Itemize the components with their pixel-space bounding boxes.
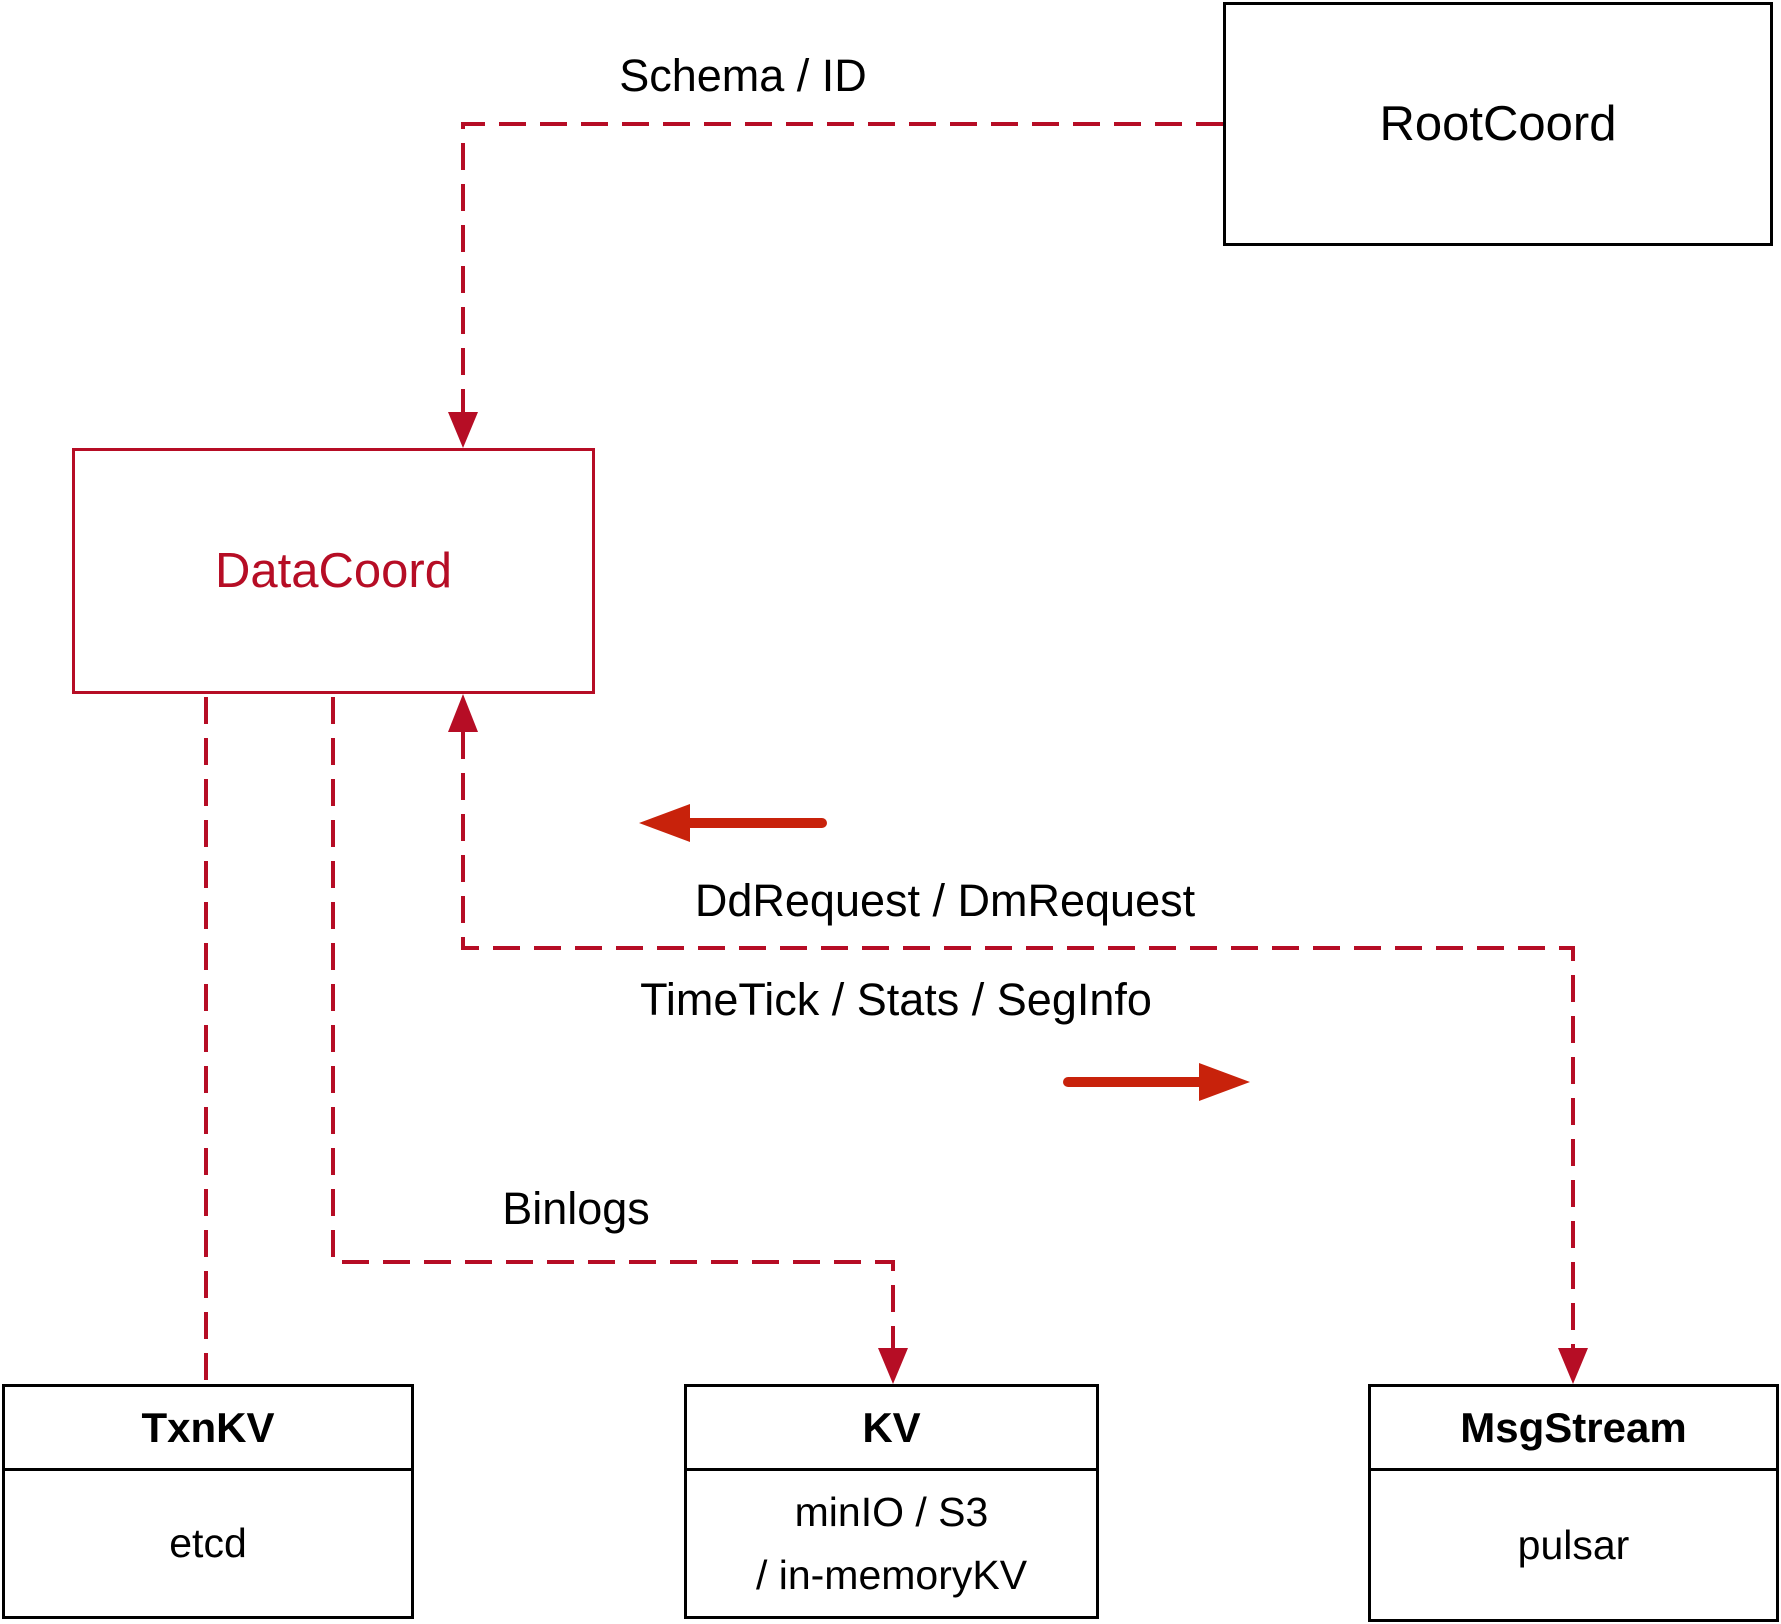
node-kv-content-line1: minIO / S3 (794, 1488, 989, 1535)
arrowhead-into-datacoord-bottom (448, 694, 478, 732)
node-txnkv: TxnKV etcd (2, 1384, 414, 1619)
arrowhead-into-kv-top (878, 1348, 908, 1384)
edge-datacoord-msgstream-path (461, 732, 1575, 1348)
node-kv-content-line2: / in-memoryKV (755, 1551, 1028, 1598)
node-txnkv-content: etcd (5, 1471, 411, 1616)
node-msgstream-content: pulsar (1371, 1471, 1776, 1619)
edge-label-binlogs: Binlogs (502, 1183, 650, 1234)
node-rootcoord: RootCoord (1223, 2, 1773, 246)
node-datacoord: DataCoord (72, 448, 595, 694)
arrowhead-into-datacoord-top (448, 412, 478, 448)
edge-schema-id-path (461, 122, 1223, 412)
edge-label-ddrequest-dmrequest: DdRequest / DmRequest (694, 875, 1196, 926)
edge-label-schema-id: Schema / ID (619, 50, 867, 101)
node-rootcoord-label: RootCoord (1379, 97, 1617, 151)
arrowhead-into-msgstream-top (1558, 1348, 1588, 1384)
right-direction-arrow-head (1199, 1063, 1250, 1101)
node-kv-title: KV (687, 1387, 1096, 1471)
node-msgstream-content-text: pulsar (1517, 1521, 1630, 1568)
edge-label-timetick-stats-seginfo: TimeTick / Stats / SegInfo (640, 974, 1152, 1025)
edge-binlogs-path (331, 697, 895, 1348)
node-txnkv-content-text: etcd (169, 1520, 247, 1566)
node-msgstream: MsgStream pulsar (1368, 1384, 1779, 1622)
node-kv: KV minIO / S3 / in-memoryKV (684, 1384, 1099, 1619)
left-direction-arrow-head (639, 804, 690, 842)
node-msgstream-title: MsgStream (1371, 1387, 1776, 1471)
node-kv-content: minIO / S3 / in-memoryKV (687, 1471, 1096, 1616)
node-datacoord-label: DataCoord (215, 544, 452, 598)
node-txnkv-title: TxnKV (5, 1387, 411, 1471)
